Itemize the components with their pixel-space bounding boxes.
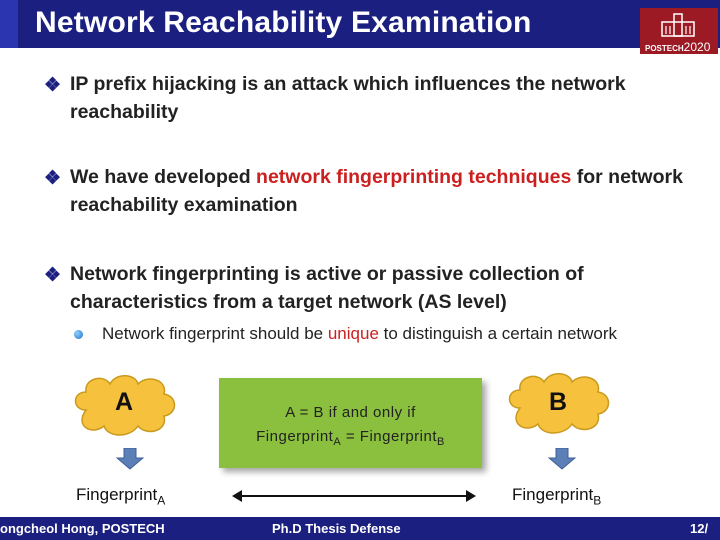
logo-wordmark: POSTECH2020 [645,40,711,54]
slide-title: Network Reachability Examination [35,6,532,39]
diamond-bullet-icon: ❖ [44,168,62,189]
title-accent [0,0,18,48]
comparison-arrow-icon [232,490,476,502]
sub-bullet: Network fingerprint should be unique to … [74,322,688,346]
cloud-a: A [68,370,180,440]
bullet-1-text: IP prefix hijacking is an attack which i… [70,73,626,123]
fingerprint-b-label: FingerprintB [512,485,602,508]
node-a-label: A [114,388,134,416]
footer-bar [0,517,720,540]
university-emblem-icon [661,13,695,37]
bullet-3: ❖ Network fingerprinting is active or pa… [44,260,706,316]
footer-center: Ph.D Thesis Defense [272,521,401,536]
footer-author: ongcheol Hong, POSTECH [0,521,165,536]
bullet-1: ❖ IP prefix hijacking is an attack which… [44,70,706,126]
diamond-bullet-icon: ❖ [44,265,62,286]
postech-logo: POSTECH2020 [640,8,718,54]
condition-line-1: A = B if and only if [285,404,416,421]
node-b-label: B [548,388,568,416]
cloud-a-shape [74,375,176,436]
footer-page-number: 12/ [690,521,709,536]
cloud-b-shape [508,373,610,434]
round-bullet-icon [74,330,83,339]
condition-line-2: FingerprintA = FingerprintB [256,428,445,448]
cloud-b: B [502,366,614,440]
highlight-text: unique [327,324,379,343]
down-arrow-a-icon [116,448,144,470]
bullet-2: ❖ We have developed network fingerprinti… [44,163,706,219]
title-bar: Network Reachability Examination [0,0,720,48]
bullet-2-text: We have developed network fingerprinting… [70,166,683,216]
highlight-text: network fingerprinting techniques [256,166,572,188]
fingerprint-a-label: FingerprintA [76,485,166,508]
bullet-3-text: Network fingerprinting is active or pass… [70,263,584,313]
sub-bullet-text: Network fingerprint should be unique to … [102,324,618,343]
diamond-bullet-icon: ❖ [44,75,62,96]
condition-box: A = B if and only if FingerprintA = Fing… [219,378,482,468]
down-arrow-b-icon [548,448,576,470]
